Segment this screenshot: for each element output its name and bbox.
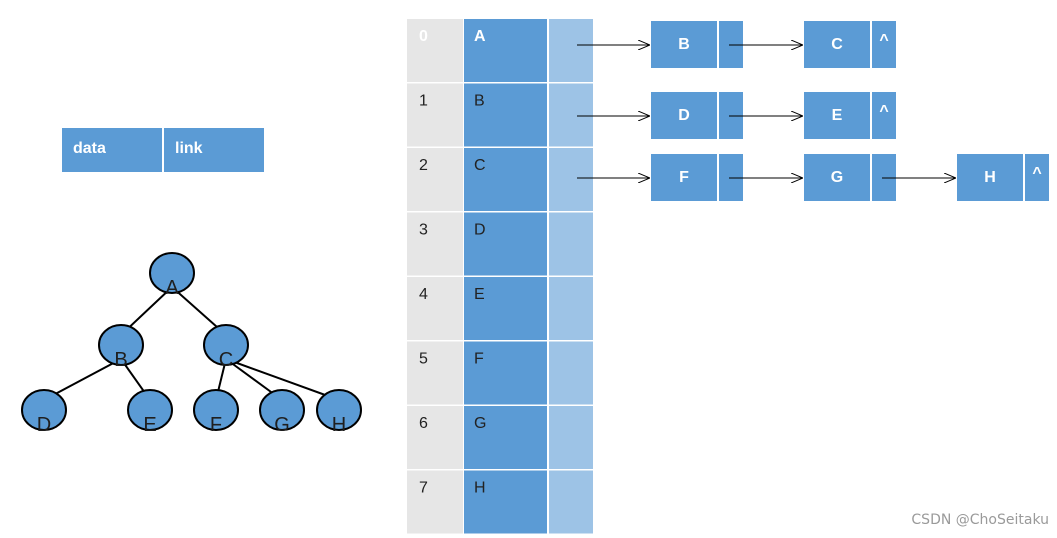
index-cell — [407, 277, 463, 340]
index-cell — [407, 83, 463, 147]
index-label: 2 — [419, 157, 428, 174]
list-node-label: C — [831, 36, 843, 53]
index-cell — [407, 470, 463, 534]
data-label: B — [474, 93, 485, 110]
firstchild-cell — [549, 341, 593, 405]
index-label: 7 — [419, 480, 428, 497]
tree-edge-c-h — [225, 358, 340, 401]
null-marker: ^ — [879, 103, 888, 120]
data-cell — [464, 470, 547, 534]
data-label: E — [474, 286, 485, 303]
tree-graph: A B C D E F G H — [21, 252, 362, 436]
firstchild-cell — [549, 470, 593, 534]
data-cell — [464, 83, 547, 147]
list-node-label: B — [678, 36, 690, 53]
tree-node-a — [149, 252, 195, 294]
data-label: D — [474, 222, 486, 239]
tree-node-label: C — [219, 349, 233, 371]
tree-node-label: E — [143, 414, 156, 436]
tree-node-h — [316, 389, 362, 431]
tree-node-label: B — [114, 349, 127, 371]
list-node-data — [651, 92, 717, 139]
node-structure-legend: data link — [62, 128, 264, 172]
data-cell — [464, 212, 547, 276]
data-cell — [464, 148, 547, 211]
tree-node-label: D — [37, 414, 51, 436]
firstchild-cell — [549, 148, 593, 211]
tree-node-f — [193, 389, 239, 431]
index-label: 1 — [419, 93, 428, 110]
tree-node-c — [203, 324, 249, 366]
index-cell — [407, 148, 463, 211]
tree-node-label: G — [274, 414, 290, 436]
index-cell — [407, 19, 463, 82]
list-node-label: G — [831, 169, 843, 186]
list-node-label: D — [678, 107, 690, 124]
index-cell — [407, 212, 463, 276]
list-node-data — [804, 21, 870, 68]
list-node-data — [651, 21, 717, 68]
tree-node-label: F — [210, 414, 222, 436]
index-cell — [407, 406, 463, 469]
data-cell — [464, 19, 547, 82]
legend-data-cell — [62, 128, 162, 172]
legend-data-label: data — [73, 140, 106, 157]
tree-node-d — [21, 389, 67, 431]
list-node-link — [1025, 154, 1049, 201]
tree-node-label: H — [332, 414, 346, 436]
tree-node-label: A — [165, 277, 179, 299]
list-node-data — [651, 154, 717, 201]
tree-node-b — [98, 324, 144, 366]
firstchild-cell — [549, 277, 593, 340]
index-cell — [407, 341, 463, 405]
firstchild-cell — [549, 19, 593, 82]
watermark: CSDN @ChoSeitaku — [911, 512, 1049, 528]
legend-link-cell — [164, 128, 264, 172]
firstchild-cell — [549, 83, 593, 147]
index-label: 4 — [419, 286, 428, 303]
list-node-label: F — [679, 169, 689, 186]
data-label: C — [474, 157, 486, 174]
null-marker: ^ — [879, 32, 888, 49]
list-node-data — [957, 154, 1023, 201]
data-cell — [464, 406, 547, 469]
list-node-link — [872, 92, 896, 139]
data-label: H — [474, 480, 486, 497]
data-label: G — [474, 415, 486, 432]
index-label: 6 — [419, 415, 428, 432]
list-node-data — [804, 154, 870, 201]
list-node-label: E — [832, 107, 843, 124]
list-node-label: H — [984, 169, 996, 186]
firstchild-cell — [549, 406, 593, 469]
list-node-link — [872, 21, 896, 68]
data-label: A — [474, 28, 486, 45]
list-node-data — [804, 92, 870, 139]
index-label: 3 — [419, 222, 428, 239]
firstchild-cell — [549, 212, 593, 276]
data-cell — [464, 277, 547, 340]
child-array-table: 0 A 1 B 2 C 3 D 4 E 5 F 6 G 7 H — [407, 19, 593, 534]
index-label: 5 — [419, 351, 428, 368]
tree-node-g — [259, 389, 305, 431]
legend-link-label: link — [175, 140, 203, 157]
data-cell — [464, 341, 547, 405]
child-linked-lists: B C ^ D E ^ F G H ^ — [577, 21, 1049, 201]
null-marker: ^ — [1032, 165, 1041, 182]
tree-node-e — [127, 389, 173, 431]
data-label: F — [474, 351, 484, 368]
index-label: 0 — [419, 28, 428, 45]
